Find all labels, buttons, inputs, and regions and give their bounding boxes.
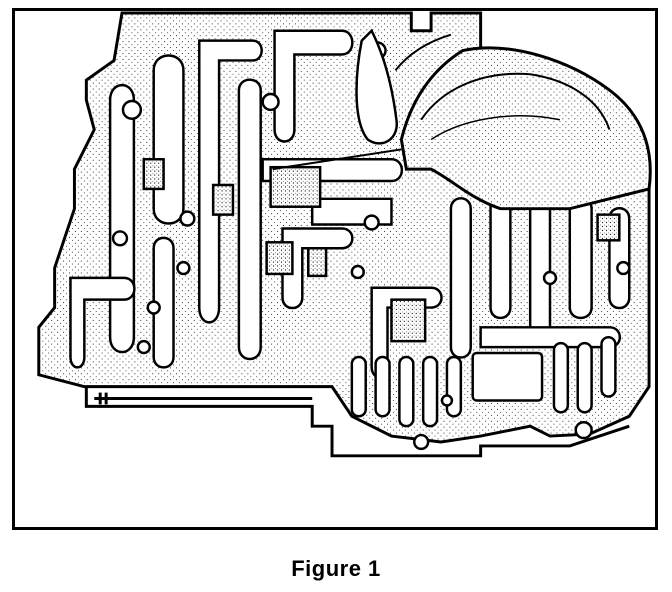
valve-body-illustration [37, 11, 652, 458]
valve-body-base [84, 386, 630, 458]
lower-slots [350, 335, 617, 428]
figure-caption: Figure 1 [291, 556, 381, 581]
hand-with-cloth [272, 28, 652, 211]
valve-cavities [142, 158, 621, 343]
fluid-passages [69, 29, 631, 379]
figure-frame [12, 8, 658, 530]
bolt-holes [111, 41, 631, 451]
